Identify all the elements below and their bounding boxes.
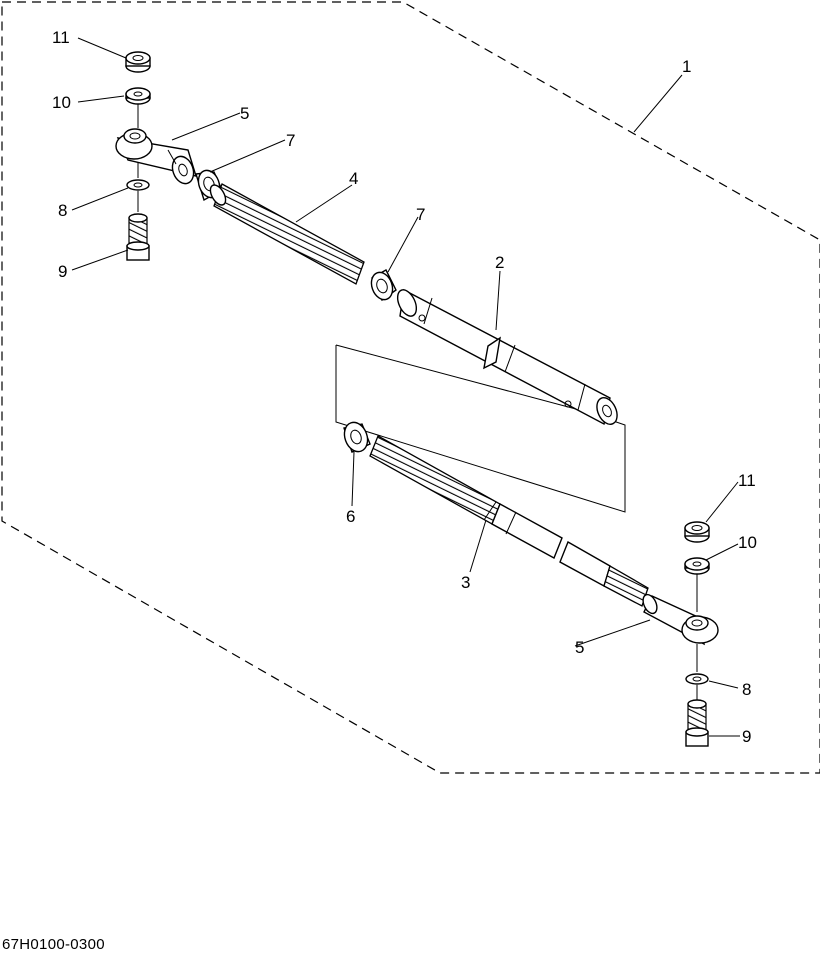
callout-6: 6 bbox=[346, 507, 355, 526]
rod-end-upper bbox=[115, 128, 198, 185]
threaded-rod-4 bbox=[209, 183, 365, 285]
callout-9-lower: 9 bbox=[742, 727, 751, 746]
assembly-boundary bbox=[1, 1, 820, 774]
callout-7-upper: 7 bbox=[286, 131, 295, 150]
callout-5-upper: 5 bbox=[240, 104, 249, 123]
callout-7-middle: 7 bbox=[416, 205, 425, 224]
bolt-upper bbox=[126, 213, 150, 261]
bolt-lower bbox=[685, 699, 709, 747]
leader-lines bbox=[71, 37, 740, 737]
callout-5-lower: 5 bbox=[575, 638, 584, 657]
callout-11-lower: 11 bbox=[738, 471, 756, 490]
callout-10-upper: 10 bbox=[52, 93, 71, 112]
washer-lower bbox=[684, 557, 710, 575]
callout-9-upper: 9 bbox=[58, 262, 67, 281]
nut-6 bbox=[343, 421, 371, 453]
tube-2 bbox=[396, 288, 618, 426]
continuation-line bbox=[335, 344, 588, 413]
lock-washer-lower bbox=[685, 673, 709, 685]
cap-nut-lower bbox=[684, 521, 710, 543]
callout-8-lower: 8 bbox=[742, 680, 751, 699]
rod-end-lower bbox=[642, 593, 719, 646]
callout-1: 1 bbox=[682, 57, 691, 76]
adjusting-rod-3 bbox=[369, 435, 649, 607]
washer-upper bbox=[125, 87, 151, 105]
cap-nut-upper bbox=[125, 51, 151, 73]
callout-2: 2 bbox=[495, 253, 504, 272]
continuation-box bbox=[335, 345, 626, 513]
callout-4: 4 bbox=[349, 169, 358, 188]
callout-8-upper: 8 bbox=[58, 201, 67, 220]
callout-11-upper: 11 bbox=[52, 28, 70, 47]
callout-10-lower: 10 bbox=[738, 533, 757, 552]
callout-3: 3 bbox=[461, 573, 470, 592]
nut-7-middle bbox=[370, 269, 397, 302]
drawing-code: 67H0100-0300 bbox=[2, 936, 105, 953]
lock-washer-upper bbox=[126, 179, 150, 191]
